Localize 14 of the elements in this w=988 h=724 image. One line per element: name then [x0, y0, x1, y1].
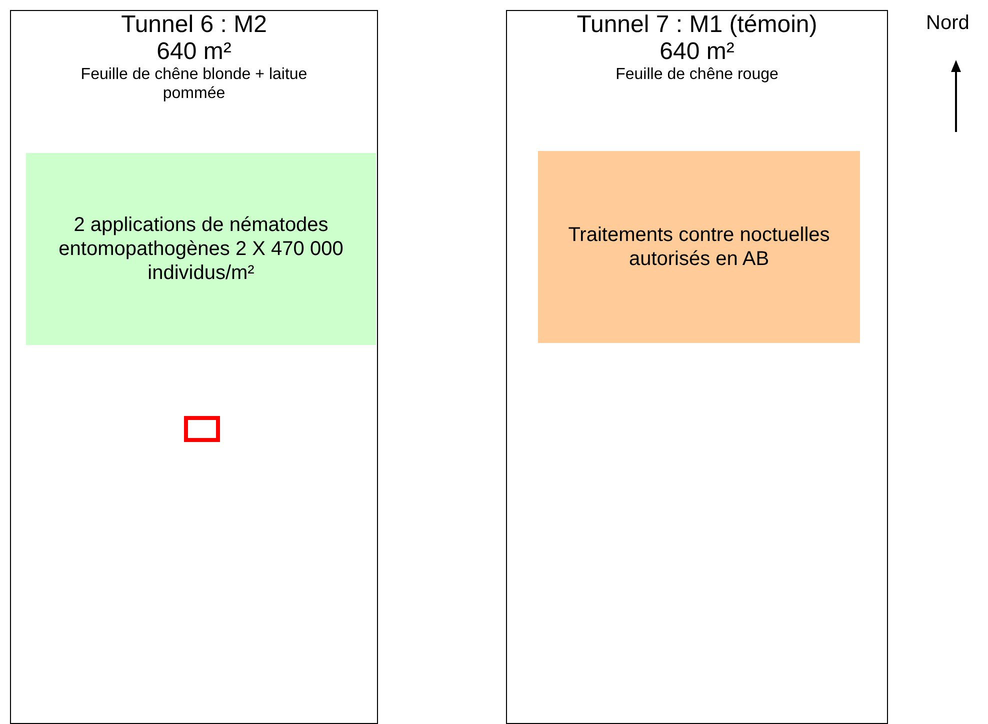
- treatment-text: 2 applications de nématodes entomopathogènes 2 X 470 000 individus/m²: [58, 213, 344, 285]
- treatment-zone: [538, 151, 860, 343]
- treatment-zone: [26, 153, 376, 345]
- tunnel-heading: Tunnel 6 : M2: [120, 11, 268, 38]
- tunnel-heading: 640 m²: [658, 38, 736, 65]
- crop-description: Feuille de chêne blonde + laitue pommée: [80, 65, 308, 103]
- north-label: Nord: [926, 12, 970, 35]
- crop-description: Feuille de chêne rouge: [614, 65, 780, 84]
- tunnel-heading: 640 m²: [156, 38, 232, 65]
- tunnel-plot: [506, 10, 888, 724]
- tunnel-heading: Tunnel 7 : M1 (témoin): [576, 11, 818, 38]
- sensor-marker: [184, 416, 220, 442]
- tunnel-plot: [10, 10, 378, 724]
- treatment-text: Traitements contre noctuelles autorisés en AB: [567, 223, 831, 271]
